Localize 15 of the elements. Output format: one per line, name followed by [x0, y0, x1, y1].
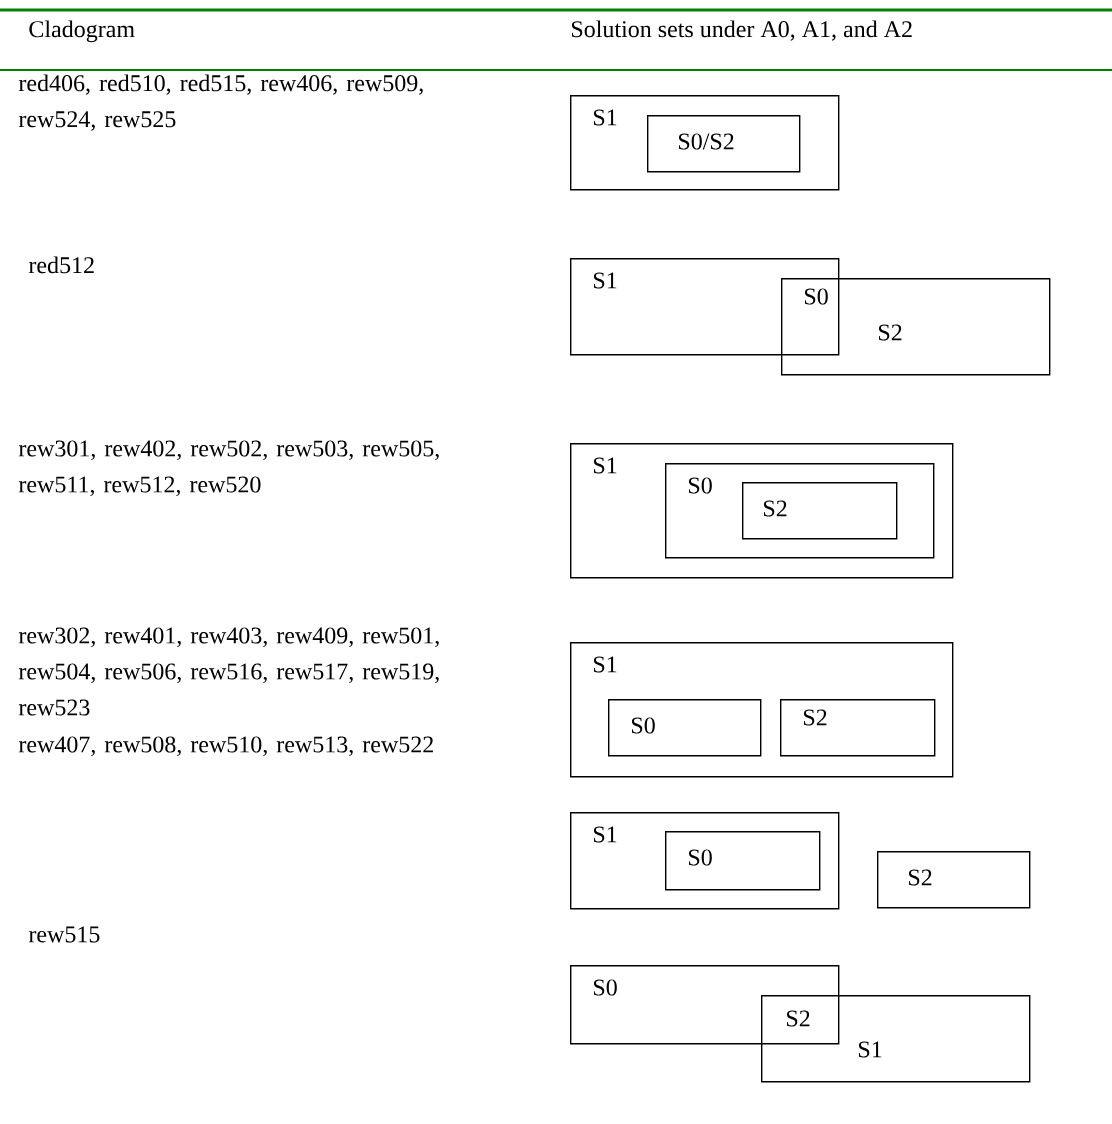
column-header: Solution sets under A0, A1, and A2 — [572, 20, 912, 41]
set-box: S2 — [742, 482, 898, 540]
column-header: Cladogram — [29, 20, 135, 43]
set-box: S0 — [608, 699, 762, 757]
set-box: S2 — [877, 851, 1031, 909]
set-box: S0 — [665, 831, 821, 891]
cladogram-list: red512 — [28, 256, 94, 274]
set-label: S0 — [805, 288, 828, 305]
cladogram-list: rew407, rew508, rew510, rew513, rew522 — [18, 736, 433, 757]
set-label: S2 — [787, 1010, 810, 1027]
cladogram-list: red406, red510, red515, rew406, rew509, rew524, rew525 — [18, 74, 423, 131]
set-box: S0/S2 — [647, 115, 801, 173]
cladogram-list: rew515 — [28, 926, 100, 943]
cladogram-list: rew301, rew402, rew502, rew503, rew505, rew511, rew512, rew520 — [18, 440, 439, 497]
set-box: S2 — [780, 699, 936, 757]
